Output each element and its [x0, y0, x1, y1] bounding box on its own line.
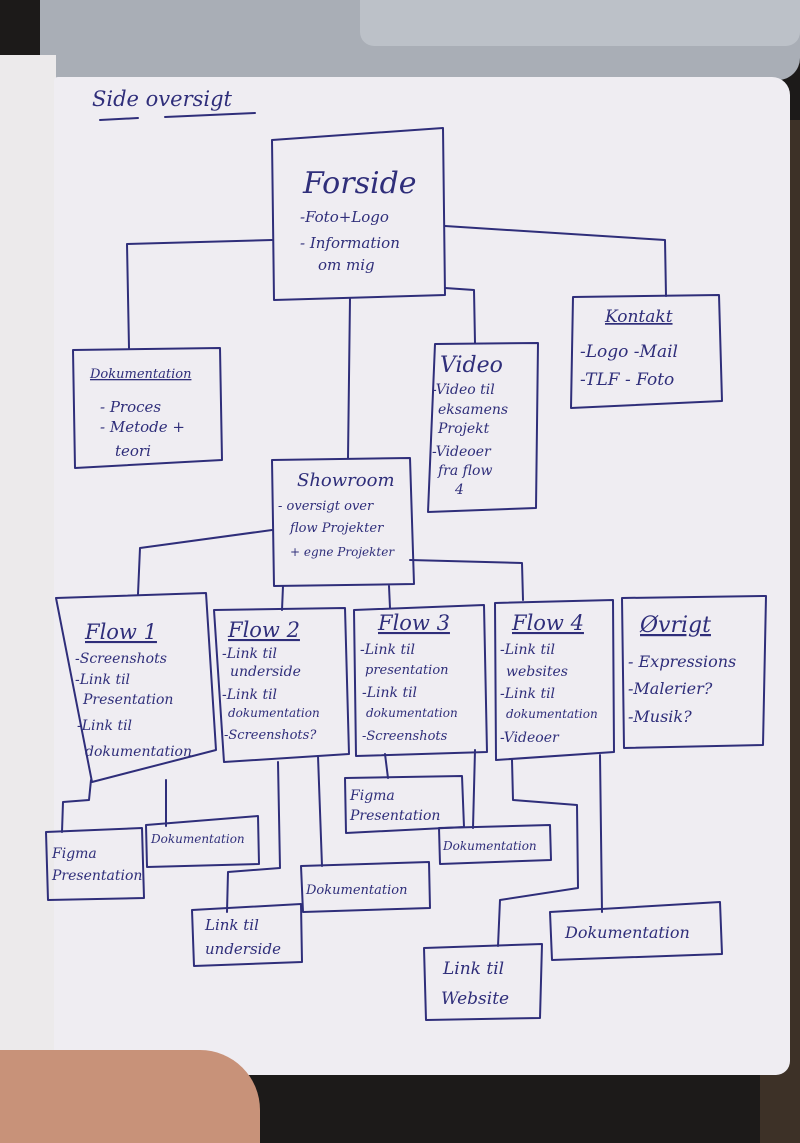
laptop-edge	[40, 0, 800, 80]
sitemap-title: Side oversigt	[92, 87, 233, 111]
svg-text:Presentation: Presentation	[82, 692, 173, 708]
svg-text:- oversigt over: - oversigt over	[278, 499, 374, 514]
node-flow2: Flow 2 -Link til underside -Link til dok…	[213, 607, 350, 763]
node-flow3-figma: Figma Presentation	[344, 775, 465, 834]
node-kontakt: Kontakt -Logo -Mail -TLF - Foto	[570, 294, 723, 409]
node-title: Kontakt	[604, 307, 673, 327]
node-video: Video -Video til eksamens Projekt -Video…	[427, 342, 539, 513]
node-flow4-link: Link til Website	[423, 943, 543, 1021]
node-title: Flow 3	[377, 611, 450, 635]
node-title: Showroom	[297, 470, 395, 491]
svg-text:-Musik?: -Musik?	[628, 707, 692, 726]
svg-text:Figma: Figma	[51, 846, 97, 862]
svg-text:Figma: Figma	[349, 788, 395, 804]
svg-text:-Link til: -Link til	[500, 642, 555, 658]
svg-text:-Link til: -Link til	[222, 687, 277, 703]
svg-text:-Link til: -Link til	[362, 685, 417, 701]
svg-text:Link til: Link til	[442, 959, 504, 979]
svg-text:-Malerier?: -Malerier?	[628, 679, 713, 698]
svg-text:flow Projekter: flow Projekter	[289, 521, 384, 536]
svg-text:- Metode +: - Metode +	[100, 418, 185, 436]
svg-text:-Link til: -Link til	[75, 672, 130, 688]
node-flow1-dokumentation: Dokumentation	[145, 815, 260, 868]
node-title: Video	[440, 353, 503, 378]
svg-text:dokumentation: dokumentation	[366, 706, 458, 720]
svg-text:dokumentation: dokumentation	[228, 706, 320, 720]
node-flow1: Flow 1 -Screenshots -Link til Presentati…	[55, 592, 217, 783]
node-flow2-dokumentation: Dokumentation	[300, 861, 431, 913]
node-title: Øvrigt	[639, 613, 711, 638]
node-showroom: Showroom - oversigt over flow Projekter …	[271, 457, 415, 587]
svg-text:-Screenshots: -Screenshots	[362, 729, 448, 744]
node-flow3-dokumentation: Dokumentation	[438, 824, 552, 865]
svg-text:- Expressions: - Expressions	[628, 652, 736, 671]
svg-text:-Logo -Mail: -Logo -Mail	[580, 342, 678, 362]
connector-lines	[61, 225, 667, 947]
svg-text:-Screenshots?: -Screenshots?	[224, 728, 317, 743]
svg-text:Dokumentation: Dokumentation	[305, 883, 407, 898]
svg-text:-Link til: -Link til	[360, 642, 415, 658]
node-flow4-dokumentation: Dokumentation	[549, 901, 723, 961]
laptop-trackpad	[360, 0, 800, 46]
svg-text:Link til: Link til	[204, 916, 259, 934]
svg-text:dokumentation: dokumentation	[85, 744, 192, 760]
svg-text:-Videoer: -Videoer	[432, 444, 492, 460]
svg-text:underside: underside	[205, 940, 281, 958]
svg-text:Projekt: Projekt	[437, 421, 490, 437]
svg-text:Dokumentation: Dokumentation	[150, 832, 245, 846]
node-flow4: Flow 4 -Link til websites -Link til doku…	[494, 599, 615, 761]
svg-text:Presentation: Presentation	[349, 808, 440, 824]
svg-text:+ egne Projekter: + egne Projekter	[290, 545, 395, 559]
svg-text:-TLF - Foto: -TLF - Foto	[580, 370, 674, 390]
svg-text:-Link til: -Link til	[222, 646, 277, 662]
node-forside: Forside -Foto+Logo - Information om mig	[271, 127, 446, 301]
node-ovrigt: Øvrigt - Expressions -Malerier? -Musik?	[621, 595, 767, 749]
node-flow2-link: Link til underside	[191, 903, 303, 967]
node-flow1-figma: Figma Presentation	[45, 827, 145, 901]
svg-text:Website: Website	[441, 989, 509, 1009]
svg-text:-Videoer: -Videoer	[500, 730, 560, 746]
node-title: Flow 4	[511, 611, 584, 635]
svg-text:fra flow: fra flow	[437, 463, 492, 479]
svg-text:4: 4	[454, 482, 464, 498]
svg-text:websites: websites	[506, 664, 568, 680]
svg-text:Presentation: Presentation	[51, 868, 142, 884]
svg-text:underside: underside	[230, 664, 301, 680]
node-title: Forside	[302, 166, 417, 201]
notebook-left-page	[0, 55, 56, 1065]
node-dokumentation: Dokumentation - Proces - Metode + teori	[72, 347, 223, 469]
svg-text:- Information: - Information	[300, 234, 400, 252]
svg-text:om mig: om mig	[318, 256, 375, 274]
svg-text:-Video til: -Video til	[432, 382, 495, 398]
node-flow3: Flow 3 -Link til presentation -Link til …	[353, 604, 488, 757]
svg-text:dokumentation: dokumentation	[506, 707, 598, 721]
svg-text:Dokumentation: Dokumentation	[564, 923, 690, 942]
svg-text:presentation: presentation	[365, 663, 449, 678]
svg-text:-Link til: -Link til	[77, 718, 132, 734]
svg-text:-Foto+Logo: -Foto+Logo	[300, 208, 389, 226]
hand	[0, 1050, 260, 1143]
svg-text:teori: teori	[115, 442, 151, 460]
svg-text:-Link til: -Link til	[500, 686, 555, 702]
node-title: Flow 2	[227, 618, 300, 642]
svg-text:eksamens: eksamens	[438, 402, 508, 418]
svg-text:Dokumentation: Dokumentation	[442, 839, 537, 853]
svg-text:-Screenshots: -Screenshots	[75, 651, 167, 667]
node-title: Flow 1	[84, 620, 157, 644]
node-title: Dokumentation	[89, 367, 191, 382]
title-underline	[99, 112, 256, 121]
svg-text:- Proces: - Proces	[100, 398, 161, 416]
